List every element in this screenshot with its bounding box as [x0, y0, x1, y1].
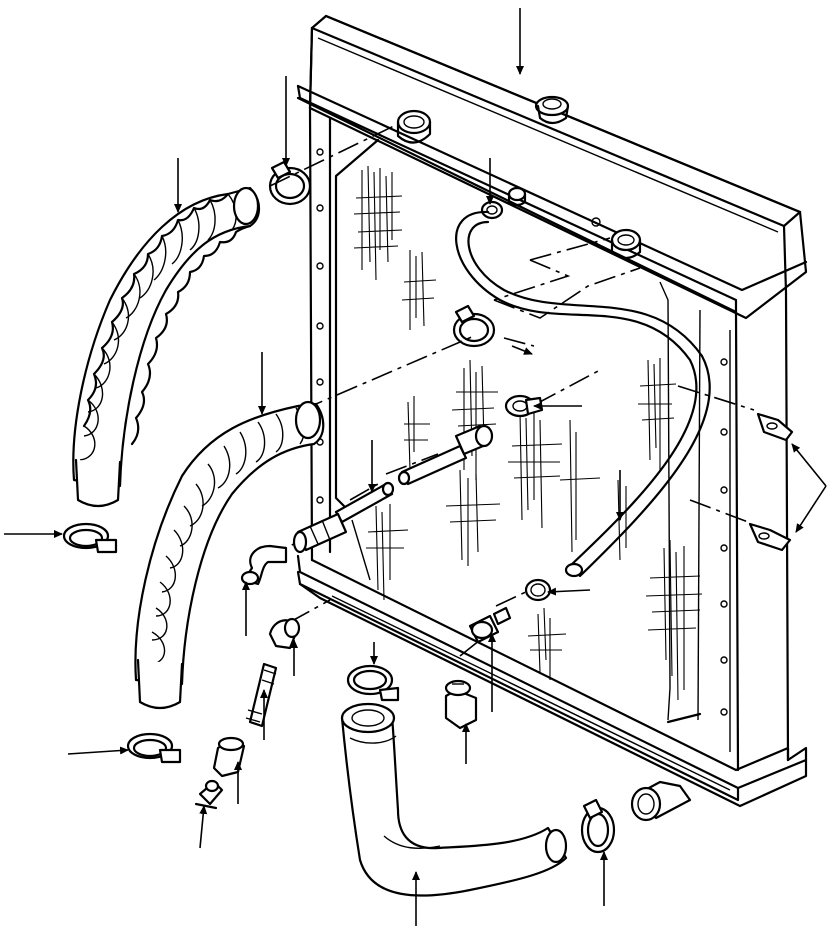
mounting-bracket-lower — [748, 522, 792, 552]
elbow-fitting-left — [240, 544, 288, 586]
callout-leaders — [4, 8, 827, 926]
top-small-clamp — [480, 200, 504, 220]
elbow-tee-fitting — [444, 679, 478, 730]
radiator-lower-outlet — [630, 780, 692, 822]
vent-plug — [591, 217, 601, 227]
coupling-sleeve — [212, 736, 246, 778]
hose-clamp-small-right — [524, 578, 552, 602]
nipple-tube — [245, 662, 278, 728]
hose-clamp-left-b — [126, 732, 182, 764]
lower-corrugated-hose — [134, 400, 325, 710]
lower-formed-hose — [340, 702, 568, 897]
hose-clamp-upper-outlet — [452, 304, 496, 348]
radiator-filler-neck — [534, 95, 570, 125]
radiator-fin-hatching — [353, 165, 703, 701]
mounting-bracket-upper — [756, 412, 794, 442]
hose-clamp-left-a — [62, 522, 118, 554]
hose-clamp-upper-inlet — [268, 160, 312, 206]
radiator-bottom-tank — [296, 554, 808, 808]
top-petcock-fitting — [507, 186, 527, 207]
assembly-centerlines — [265, 123, 755, 657]
radiator-upper-outlet — [610, 228, 642, 260]
radiator-assembly — [296, 14, 808, 822]
hex-adapter-fitting — [292, 512, 348, 554]
drain-cock — [194, 779, 224, 810]
bottom-drain-fitting — [468, 606, 512, 644]
radiator-top-inlet — [396, 109, 432, 144]
upper-corrugated-hose — [72, 186, 261, 508]
hose-clamp-lower-hose — [346, 664, 400, 702]
temperature-sensor — [397, 424, 494, 486]
bypass-tube — [455, 210, 711, 578]
radiator-top-tank — [296, 14, 808, 320]
hose-clamp-lower-outlet — [580, 798, 616, 854]
